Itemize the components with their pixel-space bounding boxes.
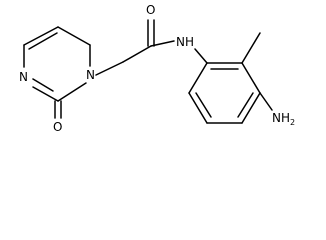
- amino-nh: NH: [272, 111, 290, 125]
- amide-linker: [95, 19, 208, 76]
- bond: [95, 61, 124, 76]
- amide-nh-label: NH: [176, 35, 194, 49]
- bond: [241, 92, 261, 124]
- bond: [259, 92, 273, 111]
- bond: [23, 26, 59, 46]
- bond: [237, 92, 254, 118]
- bond: [188, 92, 208, 124]
- pyrimidinone-ring: [23, 26, 91, 119]
- bond: [32, 86, 59, 102]
- carbonyl-oxygen-label: O: [146, 3, 155, 17]
- ring-nitrogen-label: N: [86, 68, 95, 82]
- bond: [194, 48, 208, 64]
- bond: [188, 62, 208, 94]
- bond: [122, 45, 152, 63]
- bond: [195, 92, 212, 118]
- bond: [57, 82, 87, 102]
- bond: [57, 26, 91, 46]
- ring-oxygen-label: O: [53, 120, 62, 134]
- amino-subscript: 2: [290, 118, 295, 127]
- bond: [32, 78, 54, 92]
- benzene-ring: [188, 32, 273, 124]
- bond: [241, 62, 261, 94]
- structure-diagram: O NH N N O NH2: [19, 3, 295, 134]
- bond: [28, 32, 58, 50]
- bond: [241, 32, 261, 64]
- bond: [150, 40, 175, 47]
- ring-nitrogen-label: N: [19, 70, 28, 84]
- amino-label: NH2: [272, 111, 295, 127]
